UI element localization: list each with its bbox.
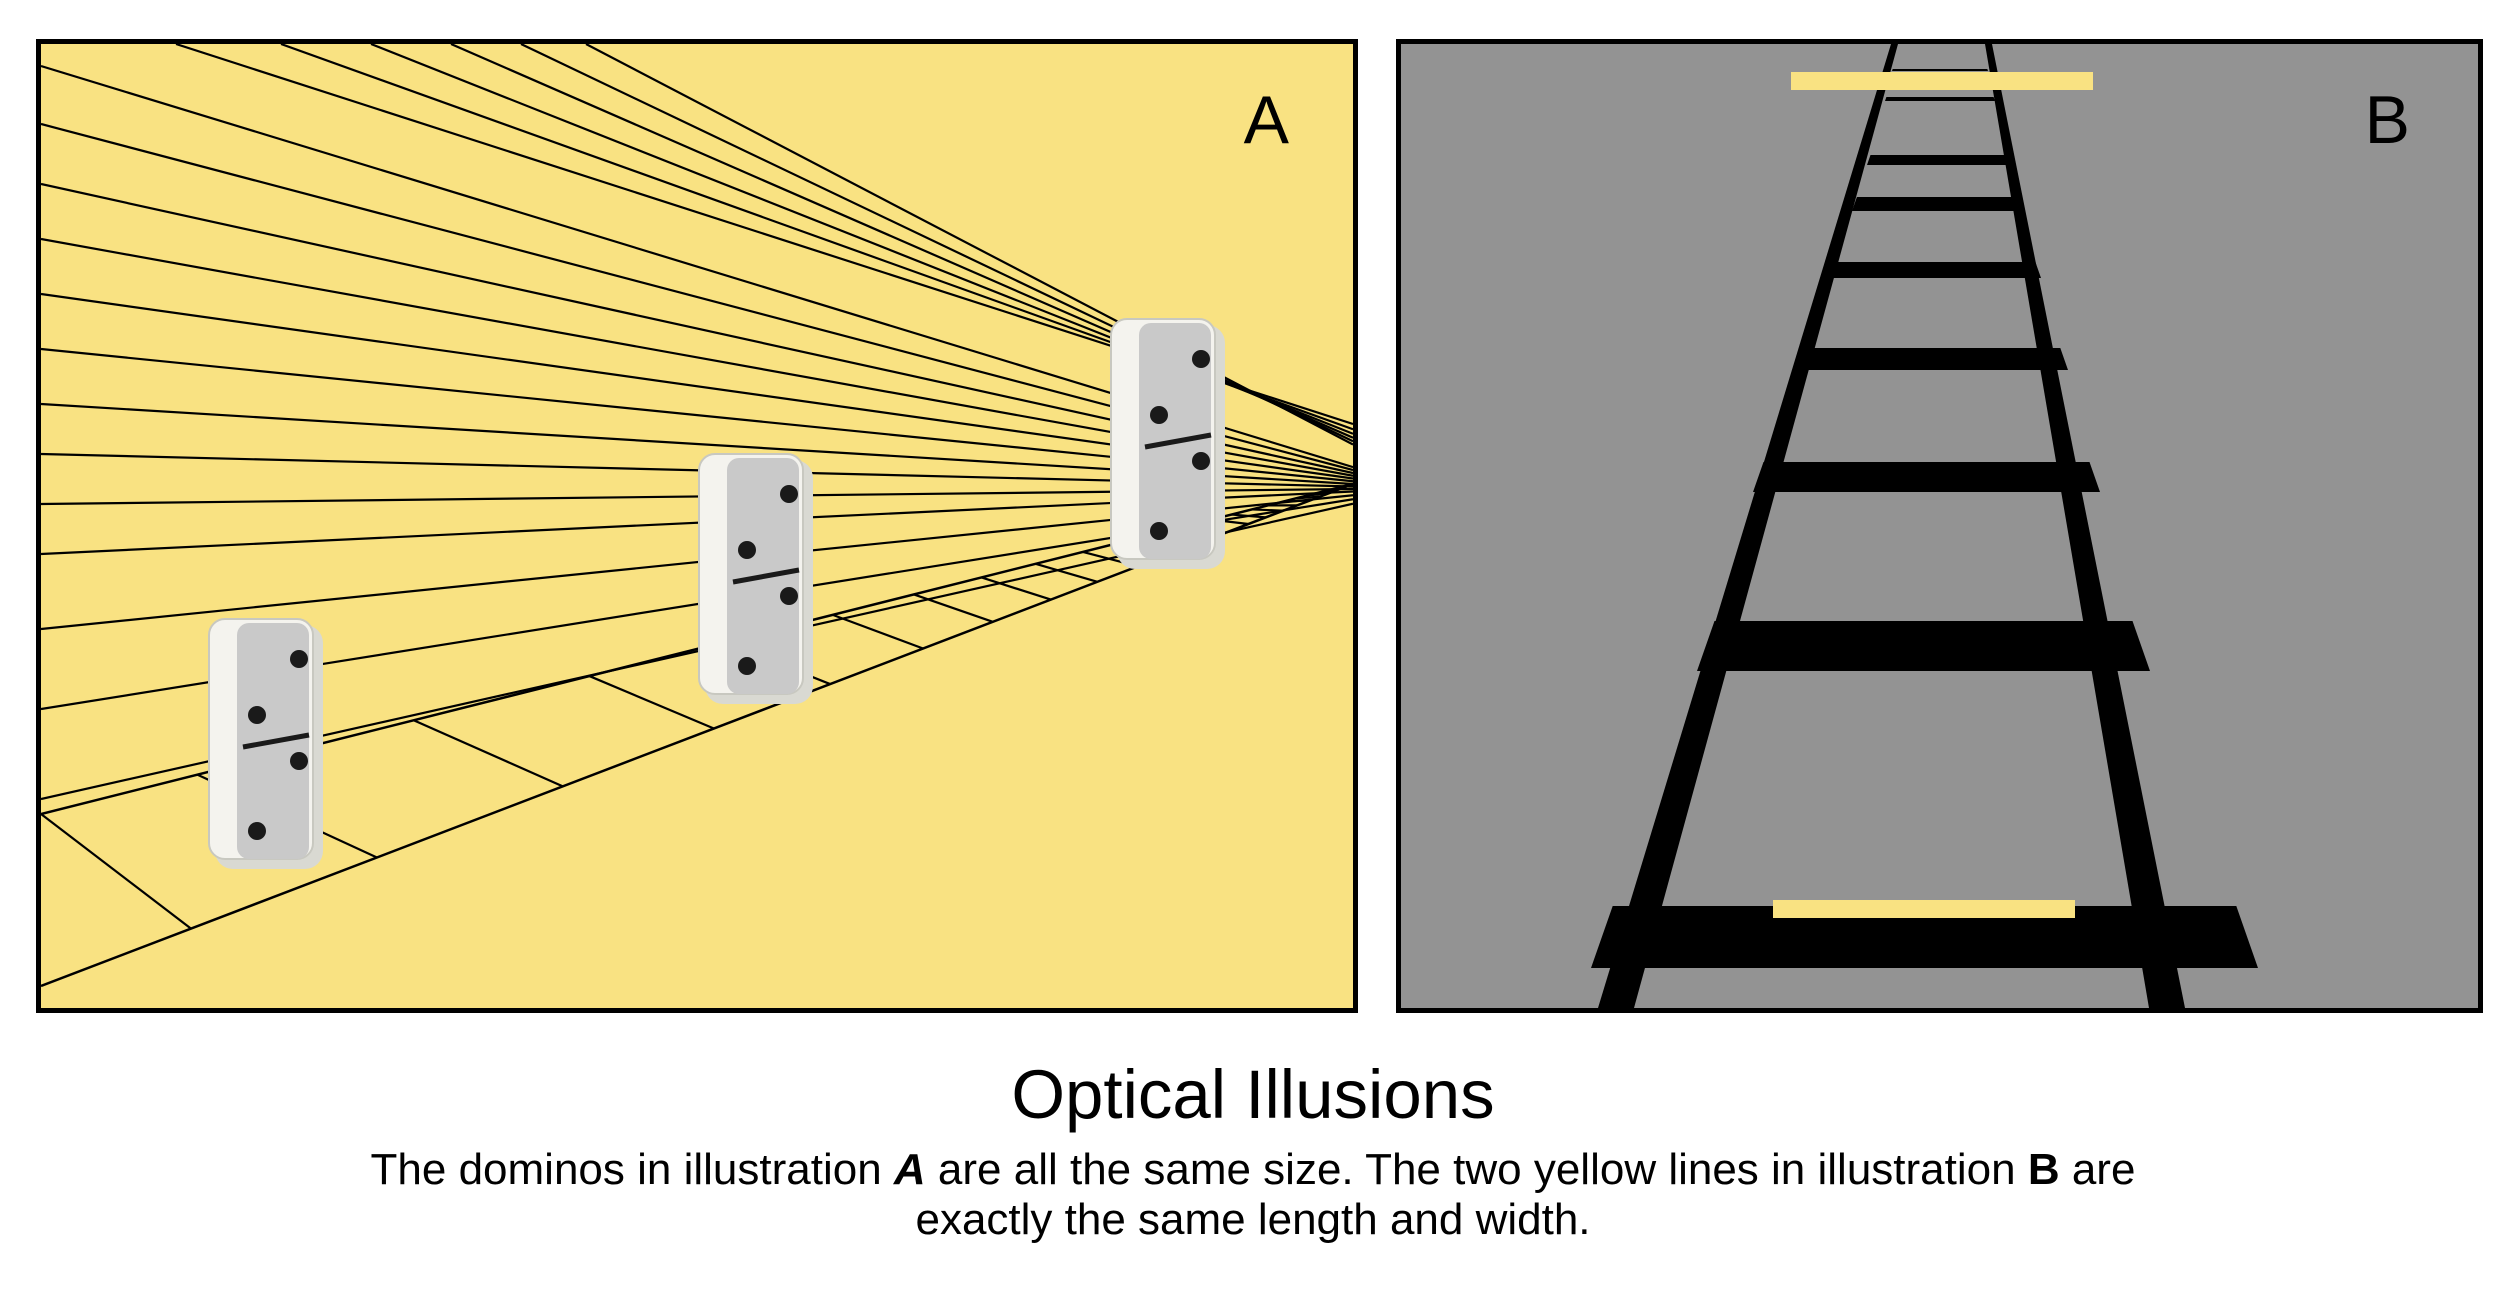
floor-tile-line xyxy=(1295,495,1321,500)
domino-pip xyxy=(738,541,756,559)
floor-tile-line xyxy=(41,813,192,930)
caption-text-1: The dominos in illustration xyxy=(370,1145,894,1194)
floor-tile-line xyxy=(1251,508,1284,512)
domino-pip xyxy=(738,657,756,675)
floor-tile-line xyxy=(1035,562,1098,583)
domino-divider xyxy=(242,732,310,750)
railroad-track xyxy=(1401,44,2478,1008)
caption-label-b: B xyxy=(2027,1145,2060,1194)
domino-pip xyxy=(1192,452,1210,470)
caption-text-4: exactly the same length and width. xyxy=(915,1195,1591,1244)
domino-2 xyxy=(698,453,813,704)
domino-pip xyxy=(290,752,308,770)
caption-text-2: are all the same size. The two yellow li… xyxy=(925,1145,2028,1194)
caption-text-3: are xyxy=(2059,1145,2136,1194)
domino-pip xyxy=(780,587,798,605)
floor-tile-line xyxy=(413,719,564,788)
domino-pip xyxy=(780,485,798,503)
floor-tile-line xyxy=(913,593,994,623)
domino-pip xyxy=(248,706,266,724)
domino-divider xyxy=(1144,432,1212,450)
railroad-tie xyxy=(1892,69,1988,71)
railroad-tie xyxy=(1591,906,2258,968)
panel-b-background xyxy=(1401,44,2478,1008)
yellow-line-bottom xyxy=(1773,900,2075,918)
railroad-tie xyxy=(1867,155,2010,165)
wall-line xyxy=(585,44,1353,446)
railroad-tie xyxy=(1826,262,2041,278)
floor-tile-line xyxy=(1305,491,1330,497)
illustration-b: B xyxy=(1396,39,2483,1013)
domino-3 xyxy=(1110,318,1225,569)
domino-pip xyxy=(248,822,266,840)
yellow-line-top xyxy=(1791,72,2093,90)
floor-tile-line xyxy=(981,576,1052,601)
floor-tile-line xyxy=(1282,499,1311,503)
domino-pip xyxy=(290,650,308,668)
floor-tile-line xyxy=(1315,488,1339,495)
domino-pip xyxy=(1150,522,1168,540)
illustration-a: A xyxy=(36,39,1358,1013)
right-rail xyxy=(1985,44,2185,1008)
panel-b-label: B xyxy=(2364,82,2410,158)
railroad-tie xyxy=(1885,97,1995,101)
railroad-tie xyxy=(1794,348,2068,370)
panel-a-label: A xyxy=(1243,82,1289,158)
left-rail xyxy=(1598,44,1898,1008)
domino-pip xyxy=(1150,406,1168,424)
railroad-tie xyxy=(1753,462,2100,492)
floor-tile-line xyxy=(588,675,715,730)
caption-body: The dominos in illustration A are all th… xyxy=(200,1145,2306,1245)
floor-tile-line xyxy=(832,613,924,650)
caption-title: Optical Illusions xyxy=(1011,1056,1495,1133)
railroad-tie xyxy=(1697,621,2150,671)
railroad-tie xyxy=(1852,197,2022,211)
domino-divider xyxy=(732,567,800,585)
floor-tile-line xyxy=(1231,513,1266,519)
caption-label-a: A xyxy=(893,1145,926,1194)
domino-pip xyxy=(1192,350,1210,368)
perspective-corridor xyxy=(41,44,1353,1008)
domino-1 xyxy=(208,618,323,869)
